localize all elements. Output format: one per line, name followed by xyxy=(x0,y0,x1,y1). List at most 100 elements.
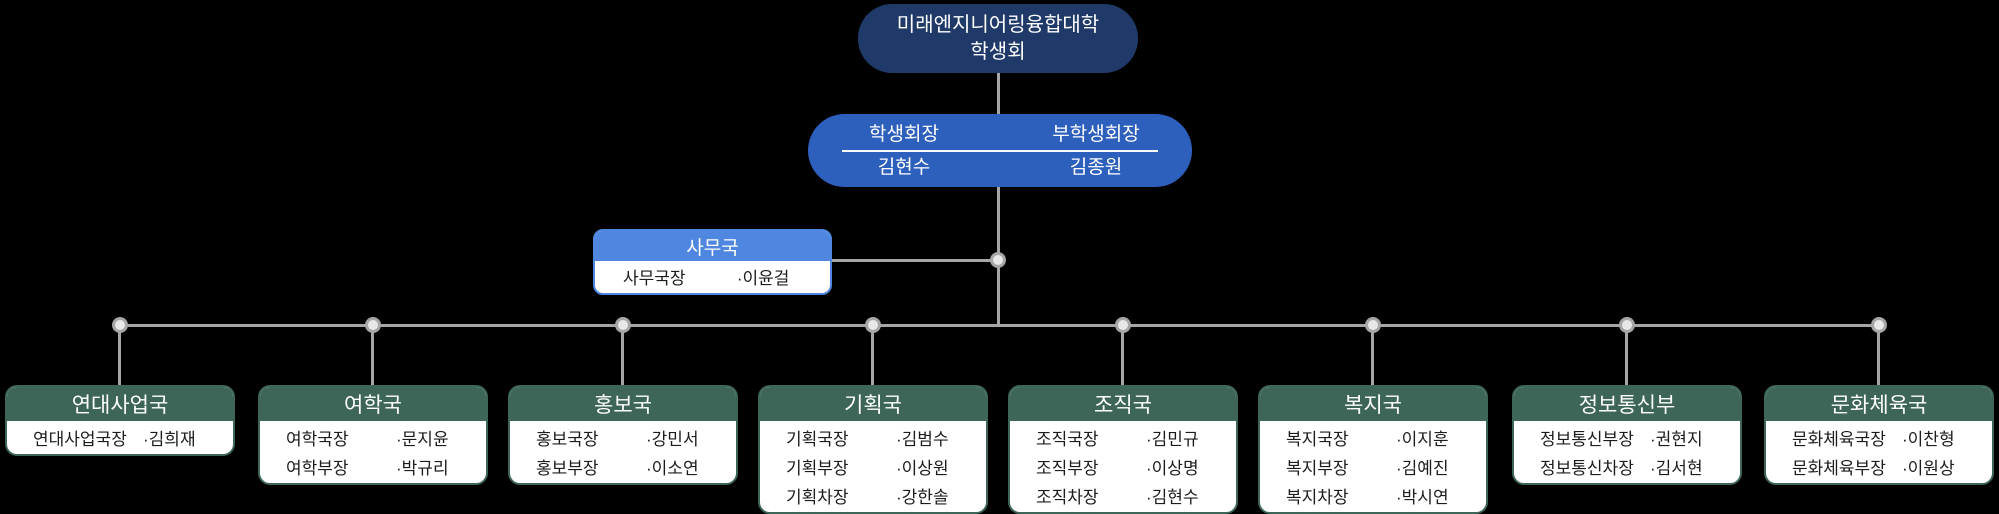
connector-stub-7 xyxy=(1625,325,1628,385)
member-title: 복지부장 xyxy=(1286,459,1349,478)
member-name: ·이소연 xyxy=(646,459,699,478)
member-name: ·이상원 xyxy=(896,459,949,478)
member-row: 복지국장 ·이지훈 xyxy=(1260,423,1486,452)
member-name: ·김희재 xyxy=(143,430,196,449)
member-name: ·김예진 xyxy=(1396,459,1449,478)
connector-stub-6 xyxy=(1371,325,1374,385)
member-row: 연대사업국장 ·김희재 xyxy=(7,423,233,452)
connector-stub-3 xyxy=(621,325,624,385)
member-title: 복지국장 xyxy=(1286,430,1349,449)
member-row: 복지차장 ·박시연 xyxy=(1260,481,1486,510)
member-row: 정보통신부장 ·권현지 xyxy=(1514,423,1740,452)
member-row: 문화체육국장 ·이찬형 xyxy=(1766,423,1992,452)
vice-president-name: 김종원 xyxy=(1069,156,1123,178)
department-box-7: 정보통신부 정보통신부장 ·권현지 정보통신차장 ·김서현 xyxy=(1512,385,1742,485)
root-title-line1: 미래엔지니어링융합대학 xyxy=(896,13,1100,36)
member-row: 문화체육부장 ·이원상 xyxy=(1766,452,1992,481)
member-title: 복지차장 xyxy=(1286,488,1349,507)
member-row: 여학국장 ·문지윤 xyxy=(260,423,486,452)
member-name: ·이찬형 xyxy=(1902,430,1955,449)
department-box-5: 조직국 조직국장 ·김민규 조직부장 ·이상명 조직차장 ·김현수 xyxy=(1008,385,1238,514)
member-name: ·강민서 xyxy=(646,430,699,449)
member-row: 기획차장 ·강한솔 xyxy=(760,481,986,510)
member-title: 조직차장 xyxy=(1036,488,1099,507)
leadership-titles: 학생회장 부학생회장 xyxy=(808,121,1192,148)
connector-main-rail xyxy=(120,324,1879,327)
member-title: 여학부장 xyxy=(286,459,349,478)
department-title: 기획국 xyxy=(760,387,986,421)
member-name: ·이지훈 xyxy=(1396,430,1449,449)
junction-node-8 xyxy=(1871,317,1887,333)
department-title: 연대사업국 xyxy=(7,387,233,421)
department-title: 조직국 xyxy=(1010,387,1236,421)
connector-root-to-leadership xyxy=(997,73,1000,114)
member-title: 홍보국장 xyxy=(536,430,599,449)
member-title: 기획부장 xyxy=(786,459,849,478)
department-title: 여학국 xyxy=(260,387,486,421)
department-title: 정보통신부 xyxy=(1514,387,1740,421)
leadership-box: 학생회장 부학생회장 김현수 김종원 xyxy=(808,114,1192,187)
member-title: 홍보부장 xyxy=(536,459,599,478)
office-title: 사무국 xyxy=(595,231,830,261)
member-title: 문화체육국장 xyxy=(1792,430,1886,449)
department-box-8: 문화체육국 문화체육국장 ·이찬형 문화체육부장 ·이원상 xyxy=(1764,385,1994,485)
president-name: 김현수 xyxy=(877,156,931,178)
member-title: 기획차장 xyxy=(786,488,849,507)
connector-office-branch xyxy=(832,259,998,262)
department-title: 문화체육국 xyxy=(1766,387,1992,421)
member-name: ·권현지 xyxy=(1650,430,1703,449)
member-row: 여학부장 ·박규리 xyxy=(260,452,486,481)
junction-node-3 xyxy=(615,317,631,333)
member-title: 사무국장 xyxy=(623,268,686,288)
junction-node-5 xyxy=(1115,317,1131,333)
department-box-2: 여학국 여학국장 ·문지윤 여학부장 ·박규리 xyxy=(258,385,488,485)
member-name: ·이원상 xyxy=(1902,459,1955,478)
member-row: 홍보부장 ·이소연 xyxy=(510,452,736,481)
member-title: 조직부장 xyxy=(1036,459,1099,478)
junction-node-1 xyxy=(112,317,128,333)
junction-node-office xyxy=(990,252,1006,268)
member-row: 기획국장 ·김범수 xyxy=(760,423,986,452)
member-title: 여학국장 xyxy=(286,430,349,449)
office-box: 사무국 사무국장 ·이윤걸 xyxy=(593,229,832,295)
department-box-1: 연대사업국 연대사업국장 ·김희재 xyxy=(5,385,235,456)
connector-stub-2 xyxy=(371,325,374,385)
member-title: 기획국장 xyxy=(786,430,849,449)
junction-node-4 xyxy=(865,317,881,333)
member-row: 정보통신차장 ·김서현 xyxy=(1514,452,1740,481)
member-name: ·김민규 xyxy=(1146,430,1199,449)
member-row: 기획부장 ·이상원 xyxy=(760,452,986,481)
member-name: ·박시연 xyxy=(1396,488,1449,507)
member-name: ·이상명 xyxy=(1146,459,1199,478)
member-row: 조직국장 ·김민규 xyxy=(1010,423,1236,452)
member-name: ·문지윤 xyxy=(396,430,449,449)
president-title: 학생회장 xyxy=(869,123,939,145)
member-name: ·김서현 xyxy=(1650,459,1703,478)
connector-stub-1 xyxy=(118,325,121,385)
member-name: ·이윤걸 xyxy=(736,268,790,288)
connector-stub-5 xyxy=(1121,325,1124,385)
member-name: ·김현수 xyxy=(1146,488,1199,507)
leadership-names: 김현수 김종원 xyxy=(808,154,1192,181)
leadership-divider xyxy=(842,149,1158,152)
member-row: 홍보국장 ·강민서 xyxy=(510,423,736,452)
junction-node-7 xyxy=(1619,317,1635,333)
member-row: 조직부장 ·이상명 xyxy=(1010,452,1236,481)
junction-node-6 xyxy=(1365,317,1381,333)
department-box-3: 홍보국 홍보국장 ·강민서 홍보부장 ·이소연 xyxy=(508,385,738,485)
member-title: 문화체육부장 xyxy=(1792,459,1886,478)
root-title-line2: 학생회 xyxy=(970,40,1026,63)
member-title: 정보통신부장 xyxy=(1540,430,1634,449)
department-title: 복지국 xyxy=(1260,387,1486,421)
department-box-4: 기획국 기획국장 ·김범수 기획부장 ·이상원 기획차장 ·강한솔 xyxy=(758,385,988,514)
member-name: ·박규리 xyxy=(396,459,449,478)
member-title: 정보통신차장 xyxy=(1540,459,1634,478)
member-name: ·강한솔 xyxy=(896,488,949,507)
vice-president-title: 부학생회장 xyxy=(1052,123,1140,145)
member-title: 연대사업국장 xyxy=(33,430,127,449)
connector-stub-8 xyxy=(1877,325,1880,385)
department-box-6: 복지국 복지국장 ·이지훈 복지부장 ·김예진 복지차장 ·박시연 xyxy=(1258,385,1488,514)
junction-node-2 xyxy=(365,317,381,333)
connector-stub-4 xyxy=(871,325,874,385)
